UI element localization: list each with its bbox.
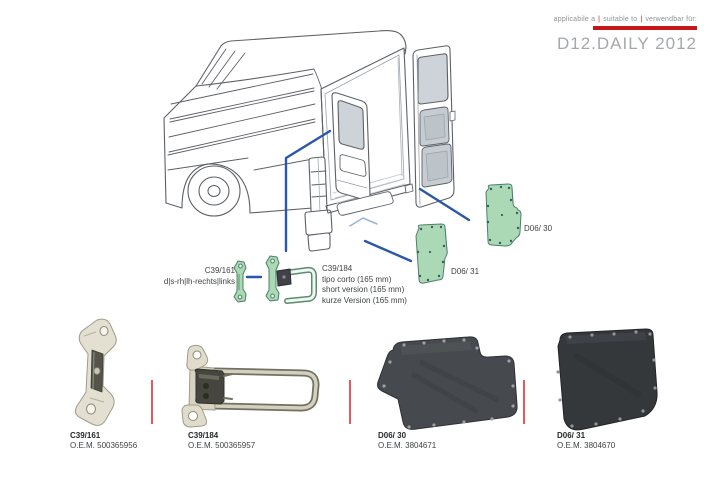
part-drawing-d06-30 <box>485 183 522 247</box>
product-photo-c39-161 <box>74 318 117 426</box>
callout-desc: kurze Version (165 mm) <box>322 295 407 305</box>
product-label-c39-161: C39/161 O.E.M. 500365956 <box>70 431 137 451</box>
callout-c39-184: C39/184 tipo corto (165 mm) short versio… <box>322 264 407 306</box>
van-rear-illustration <box>163 30 456 252</box>
part-drawing-c39-184 <box>265 255 317 304</box>
leader-d06-30 <box>418 187 471 222</box>
callout-code: C39/184 <box>322 264 353 273</box>
callout-code: D06/ 31 <box>451 267 480 276</box>
section-divider <box>523 380 525 424</box>
callout-desc: tipo corto (165 mm) <box>322 274 392 284</box>
applicability-header: applicabile a|suitable to|verwendbar für… <box>554 16 697 54</box>
product-label-c39-184: C39/184 O.E.M. 500365957 <box>188 431 255 451</box>
product-oem: O.E.M. 500365956 <box>70 441 138 450</box>
product-oem: O.E.M. 3804670 <box>557 441 616 450</box>
product-code: D06/ 30 <box>378 431 407 440</box>
applicability-de: verwendbar für: <box>645 16 697 23</box>
applicability-line: applicabile a|suitable to|verwendbar für… <box>554 16 697 23</box>
callout-code: C39/161 <box>204 266 235 275</box>
separator-pipe: | <box>598 16 601 23</box>
callout-d06-31: D06/ 31 <box>451 267 479 278</box>
header-accent-bar <box>593 26 697 30</box>
applicability-it: applicabile a <box>553 16 596 23</box>
product-code: C39/161 <box>70 431 101 440</box>
part-drawing-d06-31 <box>415 223 448 284</box>
product-code: D06/ 31 <box>557 431 586 440</box>
product-label-d06-30: D06/ 30 O.E.M. 3804671 <box>378 431 436 451</box>
applicability-en: suitable to <box>603 16 638 23</box>
separator-pipe: | <box>640 16 643 23</box>
callout-code: D06/ 30 <box>524 224 553 233</box>
callout-d06-30: D06/ 30 <box>524 224 552 235</box>
leader-lines <box>245 129 471 279</box>
model-title: D12.DAILY 2012 <box>556 34 697 53</box>
section-divider <box>151 380 153 424</box>
callout-desc: short version (165 mm) <box>322 285 405 294</box>
product-oem: O.E.M. 500365957 <box>188 441 256 450</box>
product-label-d06-31: D06/ 31 O.E.M. 3804670 <box>557 431 615 451</box>
part-drawing-c39-161 <box>233 260 247 303</box>
callout-desc: d|s-rh|lh-rechts|links <box>163 276 235 286</box>
callout-c39-161: C39/161 d|s-rh|lh-rechts|links <box>115 266 235 287</box>
product-photo-c39-184 <box>181 344 320 428</box>
leader-c39-184 <box>284 129 332 253</box>
leader-d06-31 <box>363 239 413 263</box>
product-photo-d06-30 <box>377 336 518 430</box>
product-code: C39/184 <box>188 431 219 440</box>
product-oem: O.E.M. 3804671 <box>378 441 437 450</box>
product-photo-d06-31 <box>556 328 658 431</box>
section-divider <box>349 380 351 424</box>
